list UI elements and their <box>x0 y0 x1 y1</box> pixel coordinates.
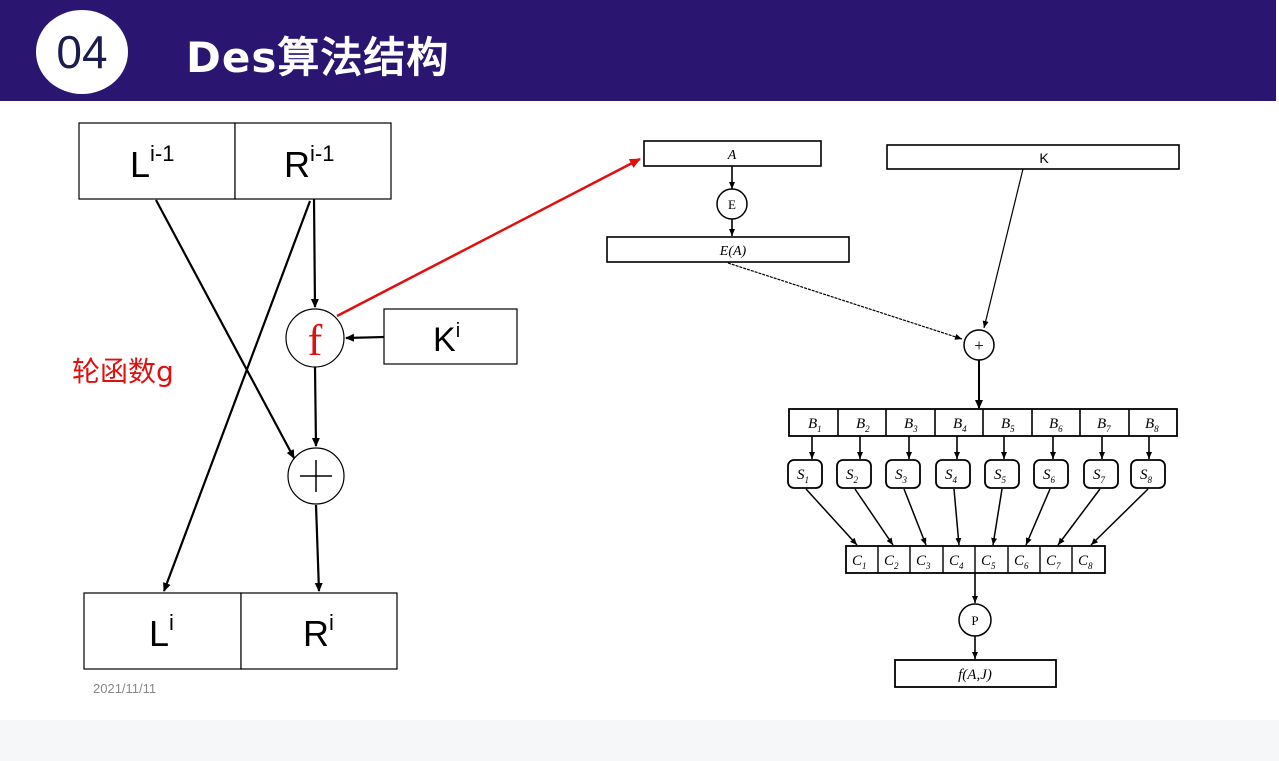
s-label-6: S6 <box>1043 467 1056 485</box>
arrow-r-to-f <box>310 198 319 308</box>
b-label-7: B7 <box>1097 416 1111 434</box>
box-l-prev <box>78 122 236 200</box>
arrow-s8-c8 <box>1090 488 1149 546</box>
b-label-1: B1 <box>808 416 822 434</box>
red-arrow-to-detail <box>336 157 641 318</box>
xor-label-detail: + <box>974 336 984 355</box>
label-l-next: Li <box>149 610 174 654</box>
arrow-k-to-f <box>345 333 385 342</box>
b-label-2: B2 <box>856 416 870 434</box>
s-box-8 <box>1130 459 1166 489</box>
s-box-3 <box>885 459 921 489</box>
c-label-2: C2 <box>884 553 899 571</box>
s-label-1: S1 <box>797 467 809 485</box>
box-round-key <box>383 308 518 365</box>
c-label-5: C5 <box>981 553 996 571</box>
c-label-6: C6 <box>1014 553 1029 571</box>
c-label-8: C8 <box>1078 553 1093 571</box>
footer-date: 2021/11/11 <box>93 681 157 696</box>
c-row: C1 C2 C3 C4 C5 C6 C7 C8 <box>845 545 1106 574</box>
s-label-3: S3 <box>895 467 908 485</box>
arrow-r-to-l-next <box>162 200 312 592</box>
box-input-a <box>643 140 822 167</box>
key-label-bg <box>1034 148 1054 166</box>
arrow-key-to-xor <box>982 168 1024 329</box>
round-function-label: 轮函数g <box>72 355 174 388</box>
s-boxes: S1 S2 S3 S4 S5 S6 S7 S8 <box>787 459 1166 489</box>
box-expanded <box>606 236 850 263</box>
b-label-8: B8 <box>1145 416 1159 434</box>
s-box-5 <box>984 459 1020 489</box>
arrow-s5-c5 <box>991 488 1003 546</box>
label-output: f(A,J) <box>958 667 992 683</box>
box-r-prev <box>234 122 392 200</box>
c-label-7: C7 <box>1046 553 1061 571</box>
arrow-l-to-xor <box>155 199 295 459</box>
box-key <box>886 144 1180 170</box>
arrow-s1-c1 <box>805 488 858 546</box>
b-label-3: B3 <box>904 416 918 434</box>
label-r-next: Ri <box>303 610 334 654</box>
b-label-4: B4 <box>953 416 967 434</box>
label-input-a: A <box>727 148 737 163</box>
s-label-2: S2 <box>846 467 859 485</box>
arrow-xor-to-r-next <box>314 504 323 592</box>
s-label-5: S5 <box>994 467 1007 485</box>
s-label-4: S4 <box>945 467 958 485</box>
b-label-5: B5 <box>1001 416 1015 434</box>
arrow-s6-c6 <box>1025 488 1051 546</box>
c-label-4: C4 <box>949 553 964 571</box>
label-expanded: E(A) <box>719 244 747 259</box>
s-box-6 <box>1033 459 1069 489</box>
f-label: f <box>308 316 323 365</box>
arrow-s2-c2 <box>854 488 894 546</box>
label-l-prev: Li-1 <box>130 141 174 185</box>
c-label-1: C1 <box>852 553 867 571</box>
box-output <box>894 659 1057 688</box>
label-r-prev: Ri-1 <box>284 141 334 185</box>
arrow-f-to-xor <box>311 366 320 447</box>
b-label-6: B6 <box>1049 416 1063 434</box>
s-box-4 <box>935 459 971 489</box>
label-expand: E <box>728 197 736 212</box>
arrow-s4-c4 <box>953 488 962 546</box>
f-function-detail-diagram: A K E E(A) + B1 B2 B3 <box>606 140 1180 688</box>
header-bar <box>0 0 1276 101</box>
box-l-next <box>83 592 242 670</box>
label-round-key: Ki <box>433 320 460 359</box>
label-key: K <box>1039 150 1049 166</box>
section-number-badge: 04 <box>36 10 128 94</box>
b-row: B1 B2 B3 B4 B5 B6 B7 B8 <box>788 408 1178 437</box>
s-box-7 <box>1083 459 1119 489</box>
s-label-7: S7 <box>1093 467 1106 485</box>
section-number: 04 <box>56 26 108 78</box>
s-box-1 <box>787 459 823 489</box>
c-label-3: C3 <box>916 553 931 571</box>
page-title: Des算法结构 <box>186 33 450 82</box>
arrow-ea-to-xor <box>727 262 963 340</box>
feistel-round-diagram: Li-1 Ri-1 f Ki Li Ri <box>78 122 641 670</box>
s-box-2 <box>836 459 872 489</box>
arrow-s3-c3 <box>903 488 927 546</box>
label-permutation: P <box>971 613 978 628</box>
arrow-s7-c7 <box>1057 488 1101 546</box>
box-r-next <box>240 592 398 670</box>
s-label-8: S8 <box>1140 467 1153 485</box>
